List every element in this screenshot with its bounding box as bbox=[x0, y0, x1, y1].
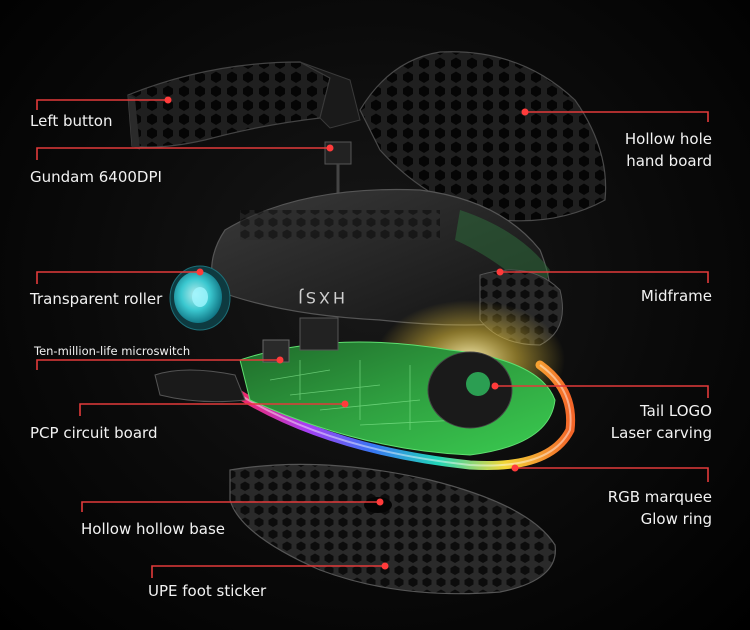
label-microswitch: Ten-million-life microswitch bbox=[34, 344, 191, 358]
logo-text: HXSJ bbox=[295, 288, 345, 307]
label-rgb: RGB marquee Glow ring bbox=[608, 486, 712, 530]
pcb-board-part bbox=[239, 317, 556, 456]
midframe-part: HXSJ bbox=[211, 188, 563, 346]
label-upe-foot: UPE foot sticker bbox=[148, 582, 267, 600]
label-hollow-base: Hollow hollow base bbox=[81, 520, 225, 538]
label-hollow-hole: Hollow hole hand board bbox=[625, 128, 712, 172]
side-button-part bbox=[154, 369, 246, 403]
label-pcp-board: PCP circuit board bbox=[30, 424, 158, 442]
label-hollow-hole-line1: Hollow hole bbox=[624, 130, 712, 148]
label-rgb-line2: Glow ring bbox=[640, 510, 712, 528]
transparent-roller-part bbox=[169, 265, 231, 331]
label-left-button: Left button bbox=[30, 112, 113, 130]
leader-lines bbox=[36, 96, 709, 578]
hollow-base-part bbox=[229, 463, 556, 595]
left-button-part bbox=[127, 61, 361, 150]
label-gundam-dpi: Gundam 6400DPI bbox=[30, 168, 162, 186]
label-rgb-line1: RGB marquee bbox=[607, 488, 712, 506]
label-tail-logo-line1: Tail LOGO bbox=[639, 402, 712, 420]
label-midframe: Midframe bbox=[640, 287, 712, 305]
label-tail-logo: Tail LOGO Laser carving bbox=[611, 400, 712, 444]
rgb-glow-ring-part bbox=[235, 360, 576, 471]
label-tail-logo-line2: Laser carving bbox=[610, 424, 712, 442]
label-hollow-hole-line2: hand board bbox=[626, 152, 712, 170]
label-transparent-roller: Transparent roller bbox=[30, 290, 163, 308]
